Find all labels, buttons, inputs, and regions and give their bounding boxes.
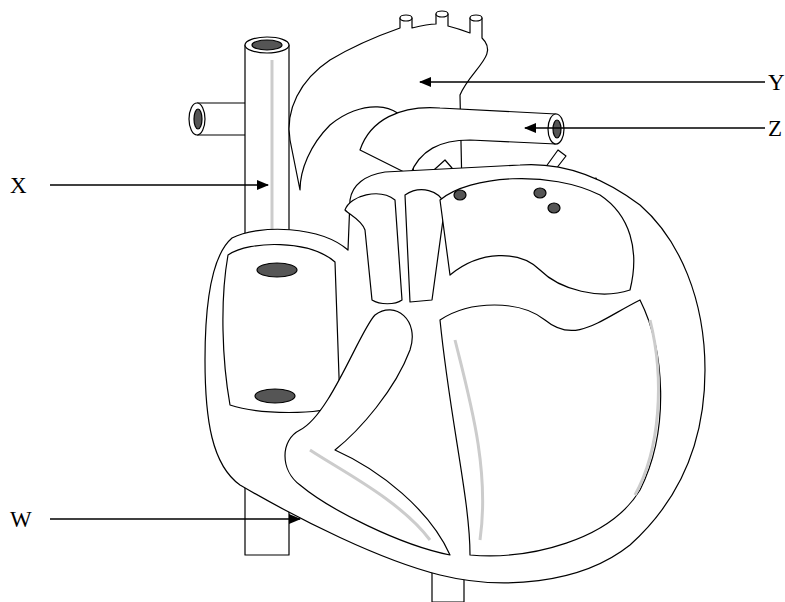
vessel-lumen — [255, 389, 295, 403]
right-ventricle — [285, 310, 450, 555]
left-atrium — [440, 179, 634, 294]
part-label: Z — [768, 117, 782, 140]
vessel-opening — [245, 37, 289, 53]
left-ventricle — [440, 300, 661, 556]
leader-line — [50, 518, 300, 519]
part-label: W — [10, 508, 32, 531]
vein-opening — [454, 190, 466, 200]
vessel-opening — [548, 114, 564, 144]
shading — [635, 320, 658, 495]
part-label: Y — [768, 71, 785, 94]
right-atrium — [223, 245, 340, 413]
leader-line — [420, 81, 765, 82]
artery-opening — [470, 15, 482, 21]
part-label: X — [10, 174, 27, 197]
shading — [271, 60, 274, 230]
artery-opening — [400, 15, 412, 21]
shading — [455, 340, 483, 540]
shading — [310, 450, 430, 540]
artery-opening — [436, 11, 448, 17]
vessel-lumen — [194, 109, 202, 129]
valve-wall — [405, 190, 445, 302]
leader-line — [525, 127, 765, 128]
vessel-opening — [189, 103, 205, 135]
vessel-lumen — [553, 120, 561, 138]
vessel-lumen — [252, 40, 282, 50]
vessel-lumen — [257, 263, 297, 277]
heart-outline — [205, 165, 705, 583]
leader-line — [50, 184, 268, 185]
valve-wall — [345, 194, 402, 304]
vein-opening — [534, 188, 546, 198]
vein-opening — [548, 203, 560, 213]
